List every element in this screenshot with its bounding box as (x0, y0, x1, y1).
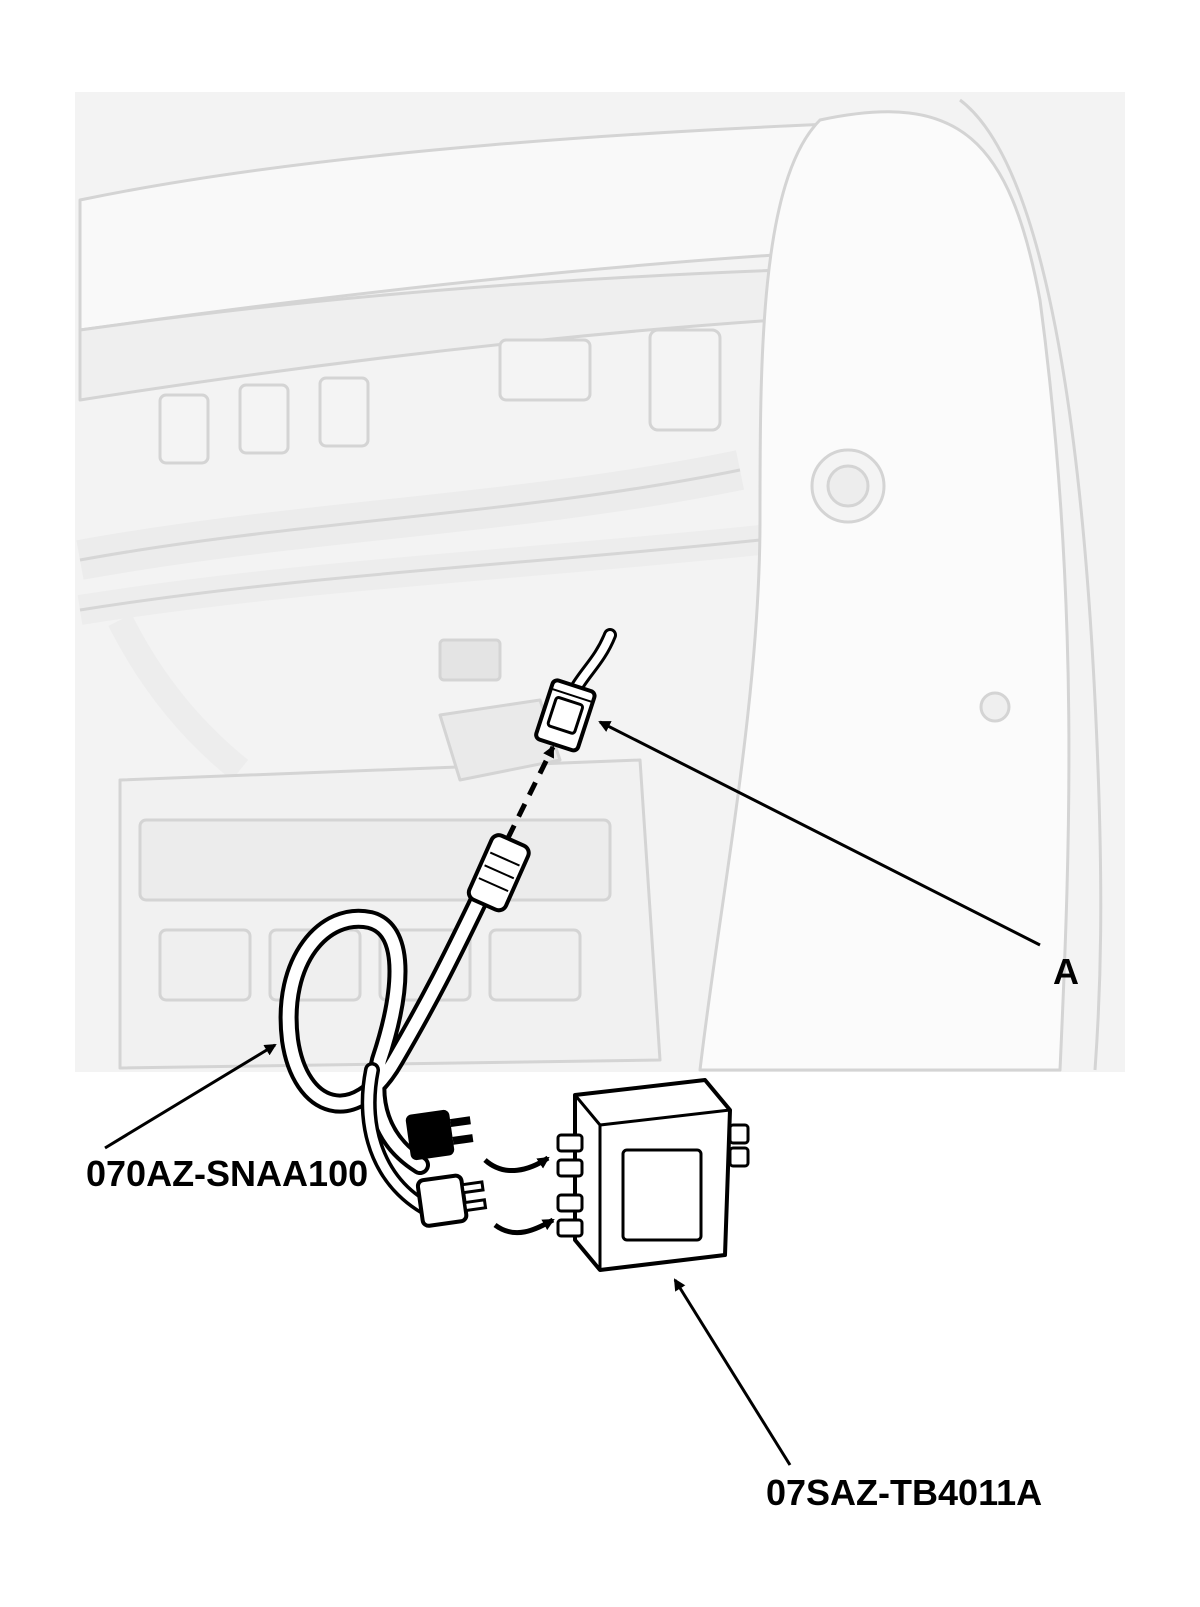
leader-line-harness (104, 1043, 277, 1150)
adapter-box-icon (556, 1078, 750, 1272)
connector-icon (534, 678, 597, 753)
vehicle-background (75, 92, 1125, 1072)
leader-lines (104, 720, 1041, 1466)
leader-line-a (598, 720, 1041, 947)
box-part-number-label: 07SAZ-TB4011A (766, 1472, 1043, 1513)
cable-icon (278, 833, 555, 1236)
engage-arrow (505, 745, 556, 840)
callout-a-label: A (1053, 951, 1079, 992)
leader-line-box (673, 1278, 792, 1466)
harness-part-number-label: 070AZ-SNAA100 (86, 1153, 369, 1194)
